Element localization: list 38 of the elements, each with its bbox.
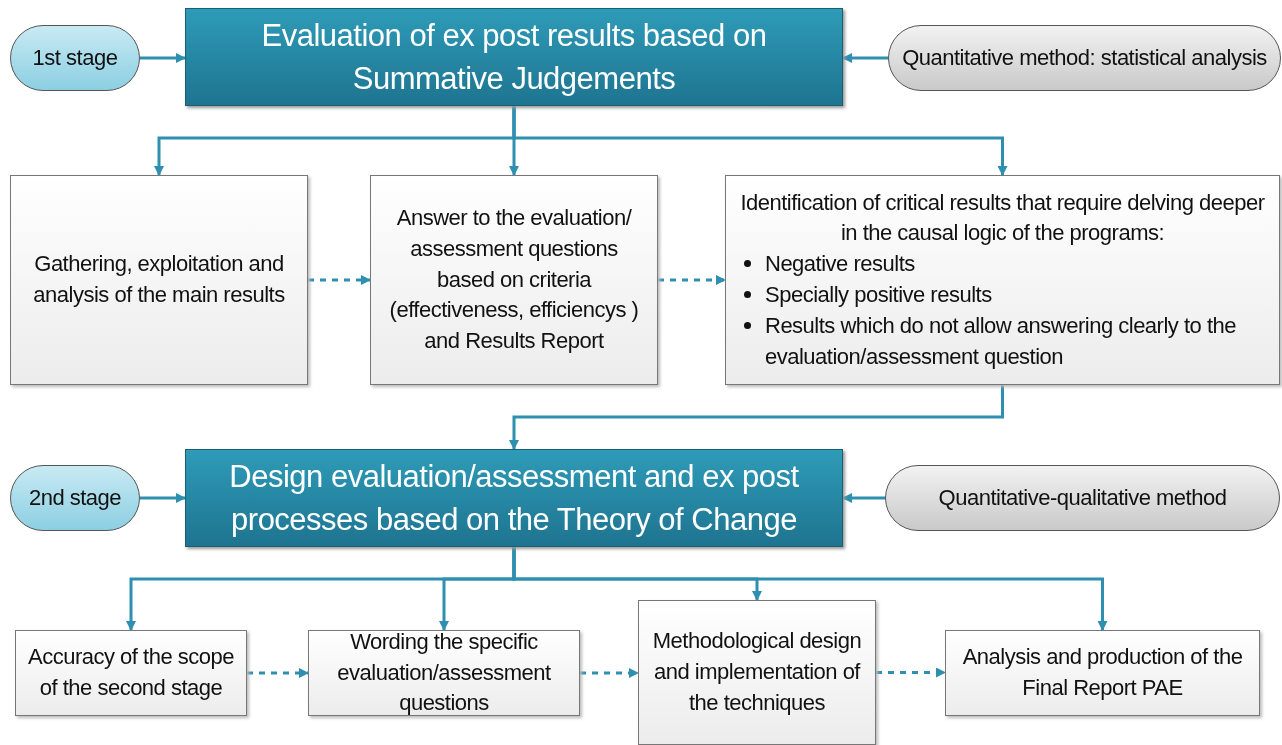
- arrow: [512, 106, 1008, 176]
- node-text: Evaluation of ex post results based on Summative Judgements: [260, 16, 768, 98]
- node-text: Accuracy of the scope of the second stage: [27, 643, 235, 702]
- arrow: [247, 668, 309, 678]
- arrow: [509, 385, 1004, 450]
- arrow: [876, 667, 946, 678]
- node-text: Gathering, exploitation and analysis of the main results: [32, 250, 286, 309]
- process-box: [945, 630, 1260, 716]
- process-box: [725, 175, 1280, 385]
- stage-title-box: [185, 8, 843, 106]
- node-text: Quantitative method: statistical analysis: [902, 43, 1267, 72]
- node-text: Methodological design and implementation of the techniques: [651, 627, 863, 717]
- bullet-item: Specially positive results: [765, 281, 992, 309]
- node-text: Wording the specific evaluation/assessment questions: [336, 627, 552, 718]
- arrow: [842, 53, 888, 63]
- node-text: Design evaluation/assessment and ex post processes based on the Theory of Change: [228, 457, 800, 539]
- arrow: [512, 547, 1108, 631]
- process-box: [308, 630, 580, 716]
- node-text: Answer to the evaluation/ assessment questions based on criteria (effectiveness, efficiencys ) and Results Report: [388, 204, 640, 356]
- process-box: [370, 175, 658, 385]
- bullet-item: Results which do not allow answering clearly to the evaluation/assessment question: [765, 311, 1237, 371]
- process-box: [638, 600, 876, 745]
- bullet-item: Negative results: [765, 250, 915, 279]
- arrow: [842, 493, 885, 503]
- process-box: [10, 175, 308, 385]
- node-text: Analysis and production of the Final Report PAE: [961, 643, 1244, 702]
- process-box: [15, 630, 247, 716]
- arrow: [658, 275, 726, 285]
- node-text: 2nd stage: [28, 483, 122, 512]
- arrow: [580, 668, 639, 678]
- method-pill: [888, 25, 1281, 91]
- arrow: [308, 275, 371, 285]
- node-text: Quantitative-qualitative method: [938, 483, 1227, 512]
- box-heading: Identification of critical results that require delving deeper in the causal logic of the programs:: [739, 188, 1266, 248]
- node-text: 1st stage: [32, 43, 118, 72]
- arrow: [140, 53, 186, 63]
- stage-title-box: [185, 449, 843, 547]
- arrow: [140, 493, 186, 503]
